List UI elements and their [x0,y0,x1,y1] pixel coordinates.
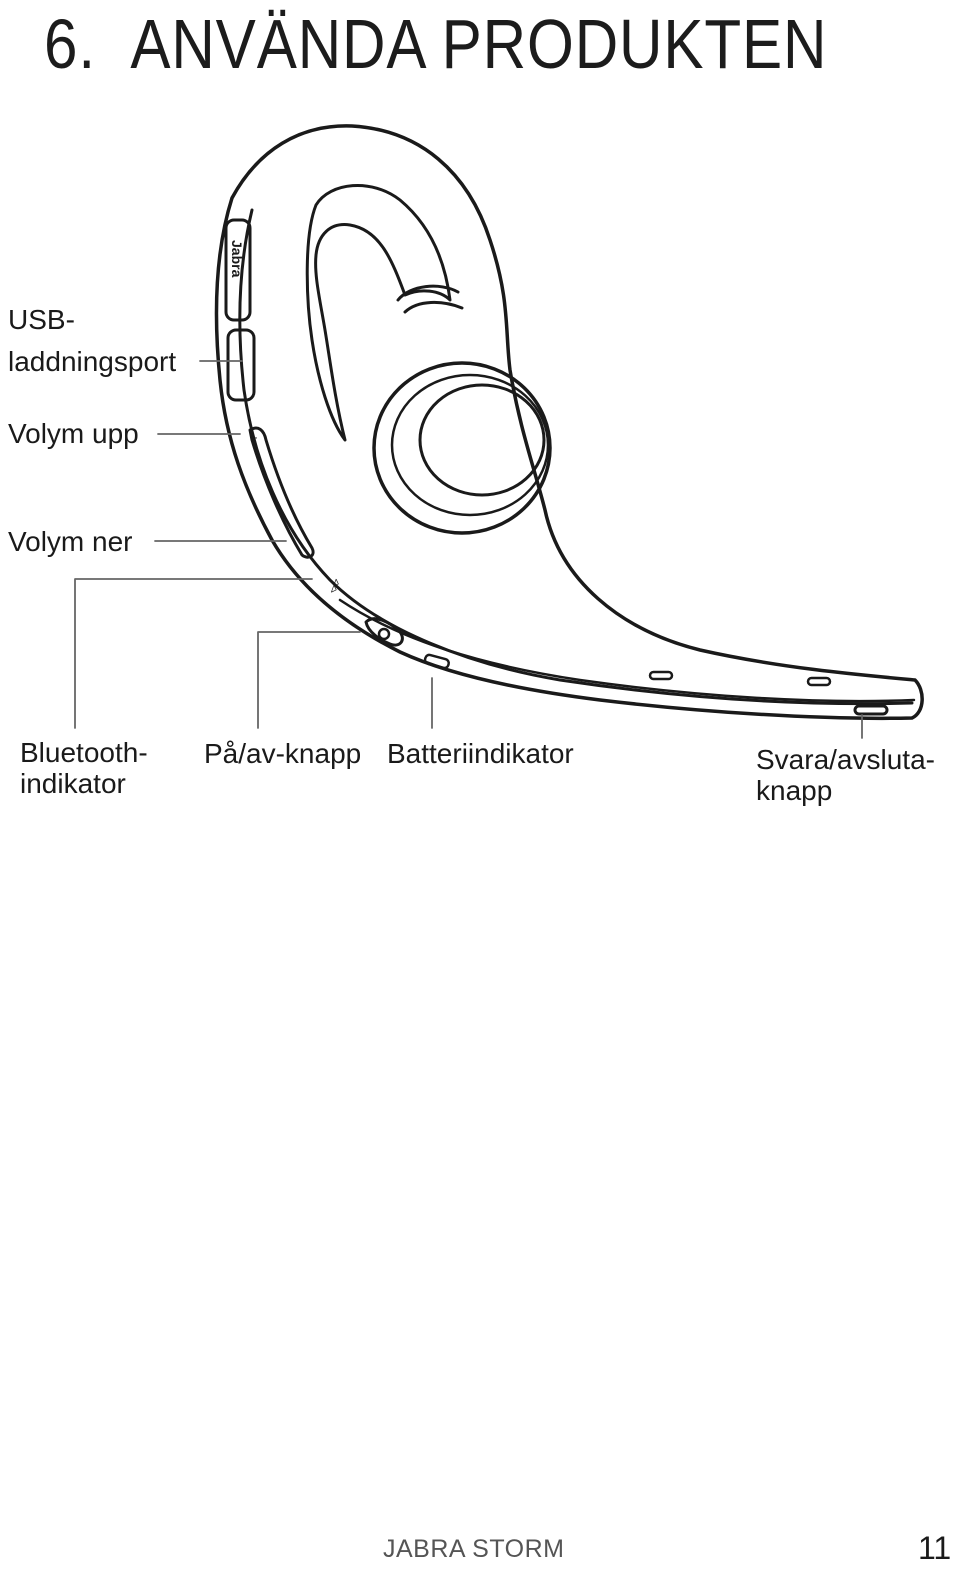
logo-text: Jabra [229,240,245,278]
power-switch [364,617,404,647]
battery-indicator-slot [423,653,450,670]
answer-end-button [853,704,889,716]
body-inner-curve [238,208,914,706]
mic-slot-2 [806,676,832,687]
usb-port [226,328,256,402]
volume-rocker [248,426,315,559]
section-title: ANVÄNDA PRODUKTEN [130,5,828,83]
body-lower-curve [338,598,916,703]
leader-power [257,631,361,729]
leader-lines [74,360,863,739]
callout-bluetooth-line2: indikator [20,768,126,799]
leader-bluetooth [74,578,313,729]
headset-body-outline [214,124,924,721]
footer-product-name: JABRA STORM [383,1535,565,1563]
callout-bluetooth: Bluetooth- indikator [20,737,148,799]
power-switch-knob [377,627,391,641]
callout-usb-port: USB- laddningsport [8,303,176,378]
callout-usb-line1: USB- [8,304,75,335]
callout-answer-line1: Svara/avsluta- [756,744,935,775]
ear-pad-outer [372,361,552,535]
callout-usb-line2: laddningsport [8,346,177,377]
ear-pad-inner [418,383,546,497]
page-title: 6. ANVÄNDA PRODUKTEN [44,4,827,84]
page-number: 11 [918,1530,952,1566]
callout-volume-down: Volym ner [8,526,133,557]
callout-answer-line2: knapp [756,775,833,806]
callout-battery-indicator: Batteriindikator [387,738,574,769]
section-number: 6. [44,5,96,83]
volume-plus-icon: + [250,430,258,445]
callout-volume-up: Volym upp [8,418,139,449]
callout-power-button: På/av-knapp [204,738,362,769]
callout-answer-end: Svara/avsluta- knapp [756,744,935,806]
ear-pad-rim [390,373,550,517]
hook-band-2 [403,301,464,314]
callout-bluetooth-line1: Bluetooth- [20,737,148,768]
ear-hook-inner [305,183,452,442]
hook-band [396,284,460,302]
mic-slot-1 [648,670,674,681]
logo-strip [224,218,252,322]
